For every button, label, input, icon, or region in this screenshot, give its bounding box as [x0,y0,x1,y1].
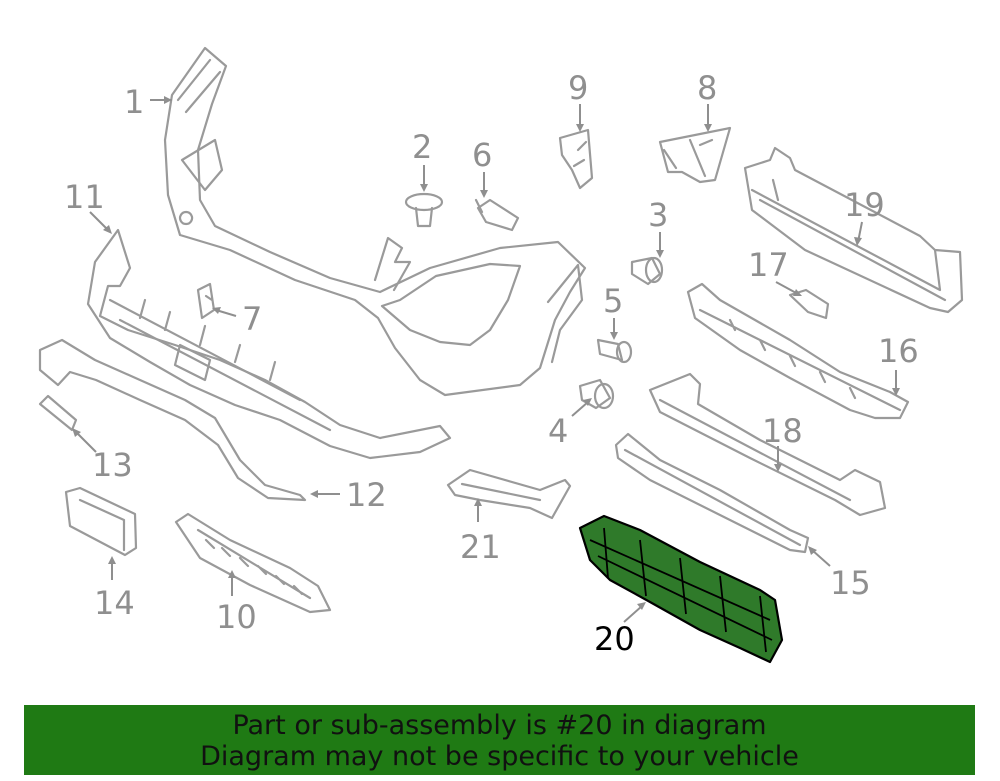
callout-13: 13 [92,446,133,484]
callout-3: 3 [648,196,668,234]
callout-2: 2 [412,128,432,166]
callout-6: 6 [472,136,492,174]
callout-8: 8 [697,69,717,107]
callout-14: 14 [94,584,135,622]
part-19-reinforcement-beam [743,146,964,314]
part-20-highlighted-absorber [578,514,784,664]
part-2-push-pin [404,192,444,228]
callout-11: 11 [64,178,105,216]
leader-lines [72,96,900,623]
part-1-bumper-cover [163,46,587,397]
part-18-bar [648,372,887,517]
callout-21: 21 [460,528,501,566]
callout-12: 12 [346,476,387,514]
part-4-nut [578,378,615,410]
callout-10: 10 [216,598,257,636]
callout-17: 17 [748,246,789,284]
part-3-fastener [630,256,664,286]
callout-9: 9 [568,69,588,107]
callout-7: 7 [242,300,262,338]
part-12-trim-strip [38,338,307,502]
part-13-clip [38,394,78,432]
part-5-bolt [596,338,633,364]
callout-19: 19 [844,186,885,224]
part-15-bar [614,432,810,554]
banner-line-1: Part or sub-assembly is #20 in diagram [232,710,767,741]
callout-15: 15 [830,564,871,602]
part-8-bracket [658,126,732,184]
callout-20: 20 [594,620,635,658]
callout-18: 18 [762,412,803,450]
part-11-lower-grille [86,228,452,460]
callout-1: 1 [124,83,144,121]
part-16-energy-absorber [686,282,910,420]
banner-line-2: Diagram may not be specific to your vehi… [200,741,799,772]
callout-16: 16 [878,332,919,370]
callout-5: 5 [603,282,623,320]
parts-diagram: 1 2 3 4 5 6 7 8 9 10 11 12 13 14 15 16 1… [38,46,964,664]
callout-4: 4 [548,412,568,450]
part-7-bracket [196,282,216,320]
part-14-plate [64,486,138,557]
info-banner: Part or sub-assembly is #20 in diagram D… [24,705,975,775]
part-9-bracket [558,128,594,190]
part-21-bracket [446,468,572,520]
part-17-bracket [788,288,830,320]
part-6-retainer [474,198,520,232]
part-10-grille-insert [174,512,332,614]
